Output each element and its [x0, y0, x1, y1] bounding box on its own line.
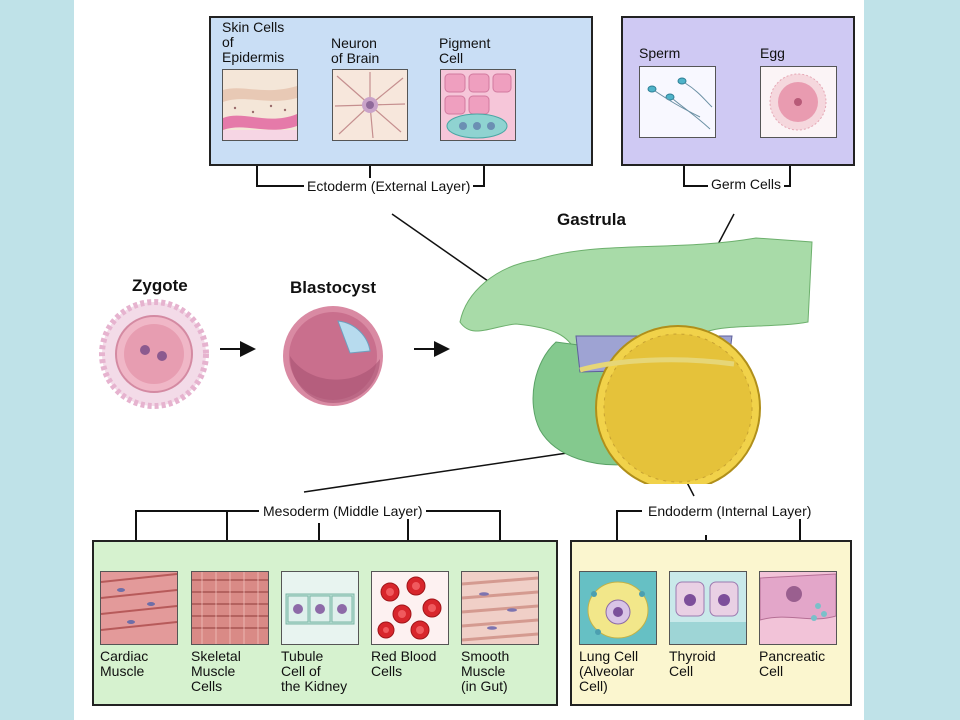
zygote-title: Zygote: [132, 276, 188, 295]
zygote-illustration: [98, 296, 210, 412]
red-blood-cells-label: Red Blood Cells: [371, 648, 437, 679]
neuron-label: Neuron of Brain: [331, 35, 380, 66]
pigment-cell-illustration: [440, 69, 516, 141]
pigment-cell-label: Pigment Cell: [439, 35, 491, 66]
blastocyst-illustration: [280, 303, 386, 409]
diagram-stage: Skin Cells of Epidermis Neuron of Brain …: [74, 0, 864, 720]
mesoderm-label: Mesoderm (Middle Layer): [260, 503, 426, 519]
gastrula-illustration: [456, 232, 816, 491]
kidney-tubule-illustration: [281, 571, 359, 645]
egg-illustration: [760, 66, 837, 138]
sperm-illustration: [639, 66, 716, 138]
kidney-tubule-label: Tubule Cell of the Kidney: [281, 648, 348, 694]
neuron-illustration: [332, 69, 408, 141]
smooth-muscle-illustration: [461, 571, 539, 645]
thyroid-cell-label: Thyroid Cell: [669, 648, 716, 679]
smooth-muscle-label: Smooth Muscle (in Gut): [461, 648, 510, 694]
skin-cells-label: Skin Cells of Epidermis: [222, 19, 285, 65]
blastocyst-title: Blastocyst: [290, 278, 376, 297]
germ-cells-label: Germ Cells: [708, 176, 785, 192]
red-blood-cells-illustration: [371, 571, 449, 645]
pancreatic-cell-label: Pancreatic Cell: [759, 648, 826, 679]
lung-cell-label: Lung Cell (Alveolar Cell): [579, 648, 639, 694]
skeletal-muscle-illustration: [191, 571, 269, 645]
sperm-label: Sperm: [639, 45, 681, 61]
endoderm-label: Endoderm (Internal Layer): [645, 503, 815, 519]
gastrula-title: Gastrula: [557, 210, 626, 229]
egg-label: Egg: [760, 45, 785, 61]
lung-cell-illustration: [579, 571, 657, 645]
skeletal-muscle-label: Skeletal Muscle Cells: [191, 648, 241, 694]
ectoderm-label: Ectoderm (External Layer): [304, 178, 474, 194]
pancreatic-cell-illustration: [759, 571, 837, 645]
skin-cells-illustration: [222, 69, 298, 141]
thyroid-cell-illustration: [669, 571, 747, 645]
cardiac-muscle-illustration: [100, 571, 178, 645]
cardiac-muscle-label: Cardiac Muscle: [100, 648, 149, 679]
